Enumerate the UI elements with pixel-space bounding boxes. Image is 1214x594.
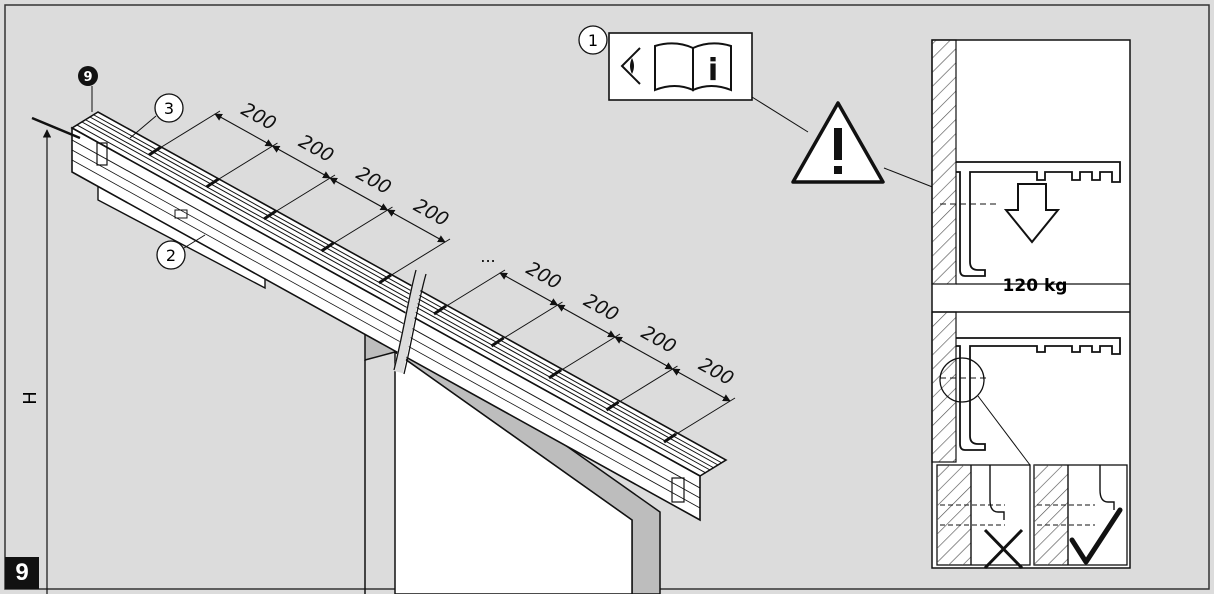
callout-2: 2 (156, 234, 206, 270)
warning-icon (791, 101, 885, 184)
step-number-badge: 9 (5, 557, 39, 589)
door-opening (394, 350, 633, 594)
dimension-line (614, 336, 674, 370)
mounting-hole-mark (148, 145, 162, 157)
callout-9: 9 (78, 66, 98, 112)
svg-text:1: 1 (588, 31, 598, 50)
extension-line (439, 269, 506, 311)
dimension-line (556, 304, 616, 338)
extension-line (269, 174, 336, 216)
dimension-line (271, 145, 331, 179)
mounting-hole-mark (378, 273, 392, 285)
step-number: 9 (15, 559, 29, 586)
height-label: H (20, 391, 41, 405)
mounting-hole-mark (548, 368, 562, 380)
arrow-down-icon (1003, 183, 1061, 244)
dimension-line (329, 177, 389, 211)
mounting-hole-mark (320, 241, 335, 253)
mounting-hole-mark (205, 177, 220, 189)
mounting-hole-mark (605, 400, 620, 412)
extension-line (384, 238, 451, 280)
mounting-hole-mark (490, 336, 505, 348)
wall-section (931, 39, 957, 285)
dimension-line (671, 368, 731, 402)
extension-line (154, 110, 221, 152)
mounting-hole-mark (433, 304, 447, 316)
svg-text:9: 9 (83, 70, 92, 85)
ellipsis: ... (480, 247, 495, 266)
extension-line (327, 206, 393, 248)
height-dimension: H (20, 116, 81, 594)
check-icon (1069, 507, 1123, 565)
mounting-detail-panel: 120 kg (931, 39, 1131, 570)
extension-line (669, 397, 736, 439)
cross-icon (983, 528, 1024, 570)
extension-line (497, 301, 563, 343)
svg-text:i: i (708, 53, 718, 88)
svg-text:3: 3 (164, 99, 174, 118)
guide-rail (70, 111, 728, 522)
read-instructions-icon: i (608, 32, 753, 101)
extension-line (212, 142, 278, 184)
dimension-line (214, 113, 274, 147)
dimension-line (386, 209, 446, 243)
mounting-hole-mark (663, 432, 677, 444)
detail-circle (939, 357, 985, 403)
load-label: 120 kg (1003, 276, 1068, 296)
extension-line (612, 365, 678, 407)
door-frame (364, 324, 661, 594)
extension-line (554, 333, 621, 375)
callout-1: 1 (578, 25, 608, 55)
callout-3: 3 (129, 93, 184, 139)
svg-text:2: 2 (166, 246, 176, 265)
dimension-line (499, 272, 559, 306)
mounting-hole-mark (263, 209, 277, 221)
